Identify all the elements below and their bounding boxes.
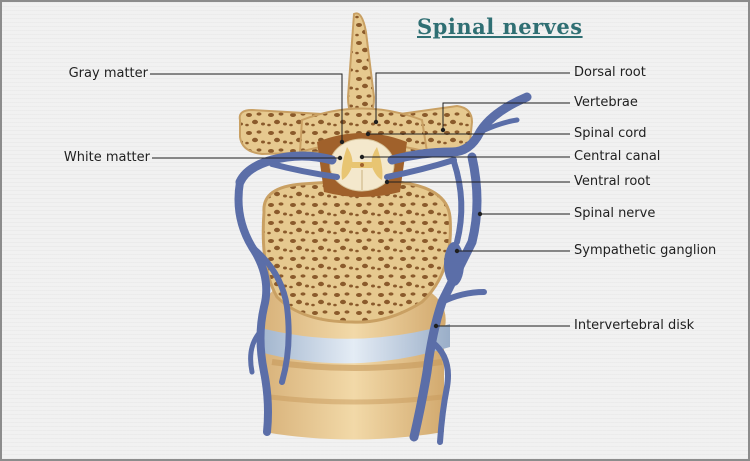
leader-dorsal-root — [375, 72, 570, 122]
vertebral-body-shape — [261, 179, 452, 324]
label-vertebrae: Vertebrae — [574, 95, 638, 110]
diagram-title: Spinal nerves — [417, 14, 583, 39]
label-intervertebral-disk: Intervertebral disk — [574, 318, 695, 333]
label-central-canal: Central canal — [574, 149, 661, 164]
leader-dots — [337, 119, 483, 329]
label-sympathetic-ganglion: Sympathetic ganglion — [574, 243, 717, 258]
label-spinal-nerve: Spinal nerve — [574, 206, 656, 221]
spinous-process — [346, 12, 376, 126]
label-ventral-root: Ventral root — [574, 174, 651, 189]
leader-gray-matter — [150, 73, 343, 142]
label-spinal-cord: Spinal cord — [574, 126, 647, 141]
nerve-network — [234, 92, 532, 445]
lower-vertebra — [262, 287, 446, 440]
leader-lines — [150, 72, 570, 327]
label-gray-matter: Gray matter — [68, 66, 148, 81]
spinal-cord-shape — [329, 138, 395, 192]
intervertebral-disk-shape — [257, 324, 450, 364]
label-white-matter: White matter — [63, 150, 150, 165]
label-dorsal-root: Dorsal root — [574, 65, 646, 80]
leader-vertebrae — [442, 102, 570, 130]
